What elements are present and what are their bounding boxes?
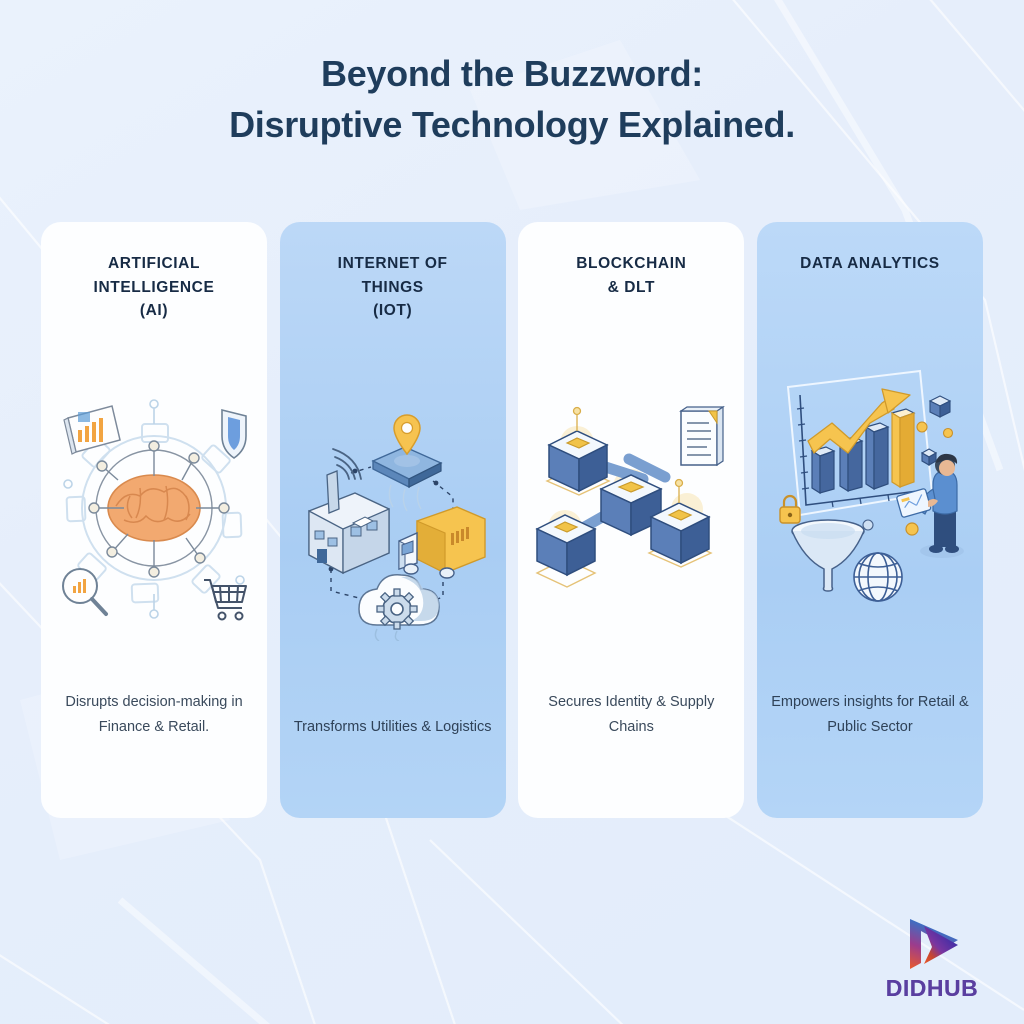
- card-title-line: BLOCKCHAIN: [576, 255, 687, 272]
- page-title: Beyond the Buzzword: Disruptive Technolo…: [0, 48, 1024, 150]
- card-title-line: & DLT: [607, 278, 656, 296]
- card-row: ARTIFICIAL INTELLIGENCE (AI): [41, 222, 983, 818]
- play-triangle-icon: [910, 919, 958, 969]
- illustration-blockchain: [518, 299, 744, 690]
- funnel-icon: [791, 519, 865, 592]
- card-caption-iot: Transforms Utilities & Logistics: [293, 719, 492, 736]
- card-blockchain-dlt[interactable]: BLOCKCHAIN & DLT: [518, 222, 745, 818]
- shopping-cart-icon: [204, 579, 247, 621]
- title-line-1: Beyond the Buzzword:: [321, 53, 703, 94]
- card-title-line: INTELLIGENCE: [93, 278, 215, 296]
- card-data-analytics[interactable]: DATA ANALYTICS: [756, 222, 983, 818]
- illustration-iot: [280, 323, 506, 715]
- card-internet-of-things[interactable]: INTERNET OF THINGS (IOT): [279, 222, 506, 818]
- card-title-line: (AI): [139, 302, 169, 320]
- document-icon: [679, 405, 726, 466]
- shield-icon: [221, 409, 247, 460]
- illustration-data-analytics: [757, 276, 983, 691]
- location-pin-platform: [371, 414, 443, 512]
- gear-icon: [376, 588, 418, 630]
- title-line-2: Disruptive Technology Explained.: [229, 104, 795, 146]
- factory-icon: [307, 447, 390, 574]
- card-artificial-intelligence[interactable]: ARTIFICIAL INTELLIGENCE (AI): [41, 222, 267, 818]
- card-title-iot: INTERNET OF THINGS (IOT): [291, 252, 494, 323]
- card-title-line: DATA ANALYTICS: [800, 255, 940, 272]
- card-title-line: (IOT): [373, 302, 413, 320]
- card-title-ai: ARTIFICIAL INTELLIGENCE (AI): [52, 252, 255, 323]
- trend-arrow: [807, 388, 911, 454]
- isometric-cube: [649, 501, 712, 564]
- didhub-logo[interactable]: DIDHUB: [872, 915, 992, 1002]
- bar-highlight: [890, 408, 916, 488]
- isometric-cube: [547, 429, 610, 492]
- card-title-line: THINGS: [361, 278, 424, 296]
- card-title-line: INTERNET OF: [337, 255, 448, 272]
- card-caption-data-analytics: Empowers insights for Retail & Public Se…: [771, 694, 969, 736]
- card-title-blockchain: BLOCKCHAIN & DLT: [530, 252, 733, 299]
- magnifier-icon: [62, 568, 108, 617]
- card-caption-ai: Disrupts decision-making in Finance & Re…: [65, 694, 243, 736]
- illustration-ai: [41, 323, 267, 690]
- floating-cubes: [920, 395, 952, 466]
- cloud-gear-icon: [357, 573, 440, 641]
- person-with-tablet: [896, 453, 964, 558]
- bar: [864, 422, 890, 490]
- logo-wordmark: DIDHUB: [872, 975, 992, 1002]
- card-title-data-analytics: DATA ANALYTICS: [768, 252, 971, 276]
- globe-icon: [853, 552, 903, 602]
- bar: [810, 446, 836, 494]
- lock-icon: [779, 494, 801, 524]
- delivery-truck-icon: [397, 506, 486, 579]
- card-caption-blockchain: Secures Identity & Supply Chains: [548, 694, 715, 736]
- bar-chart-screen: [63, 405, 121, 456]
- isometric-cube: [599, 473, 664, 536]
- isometric-cube: [535, 513, 598, 576]
- card-title-line: ARTIFICIAL: [107, 255, 201, 272]
- coins: [862, 421, 954, 536]
